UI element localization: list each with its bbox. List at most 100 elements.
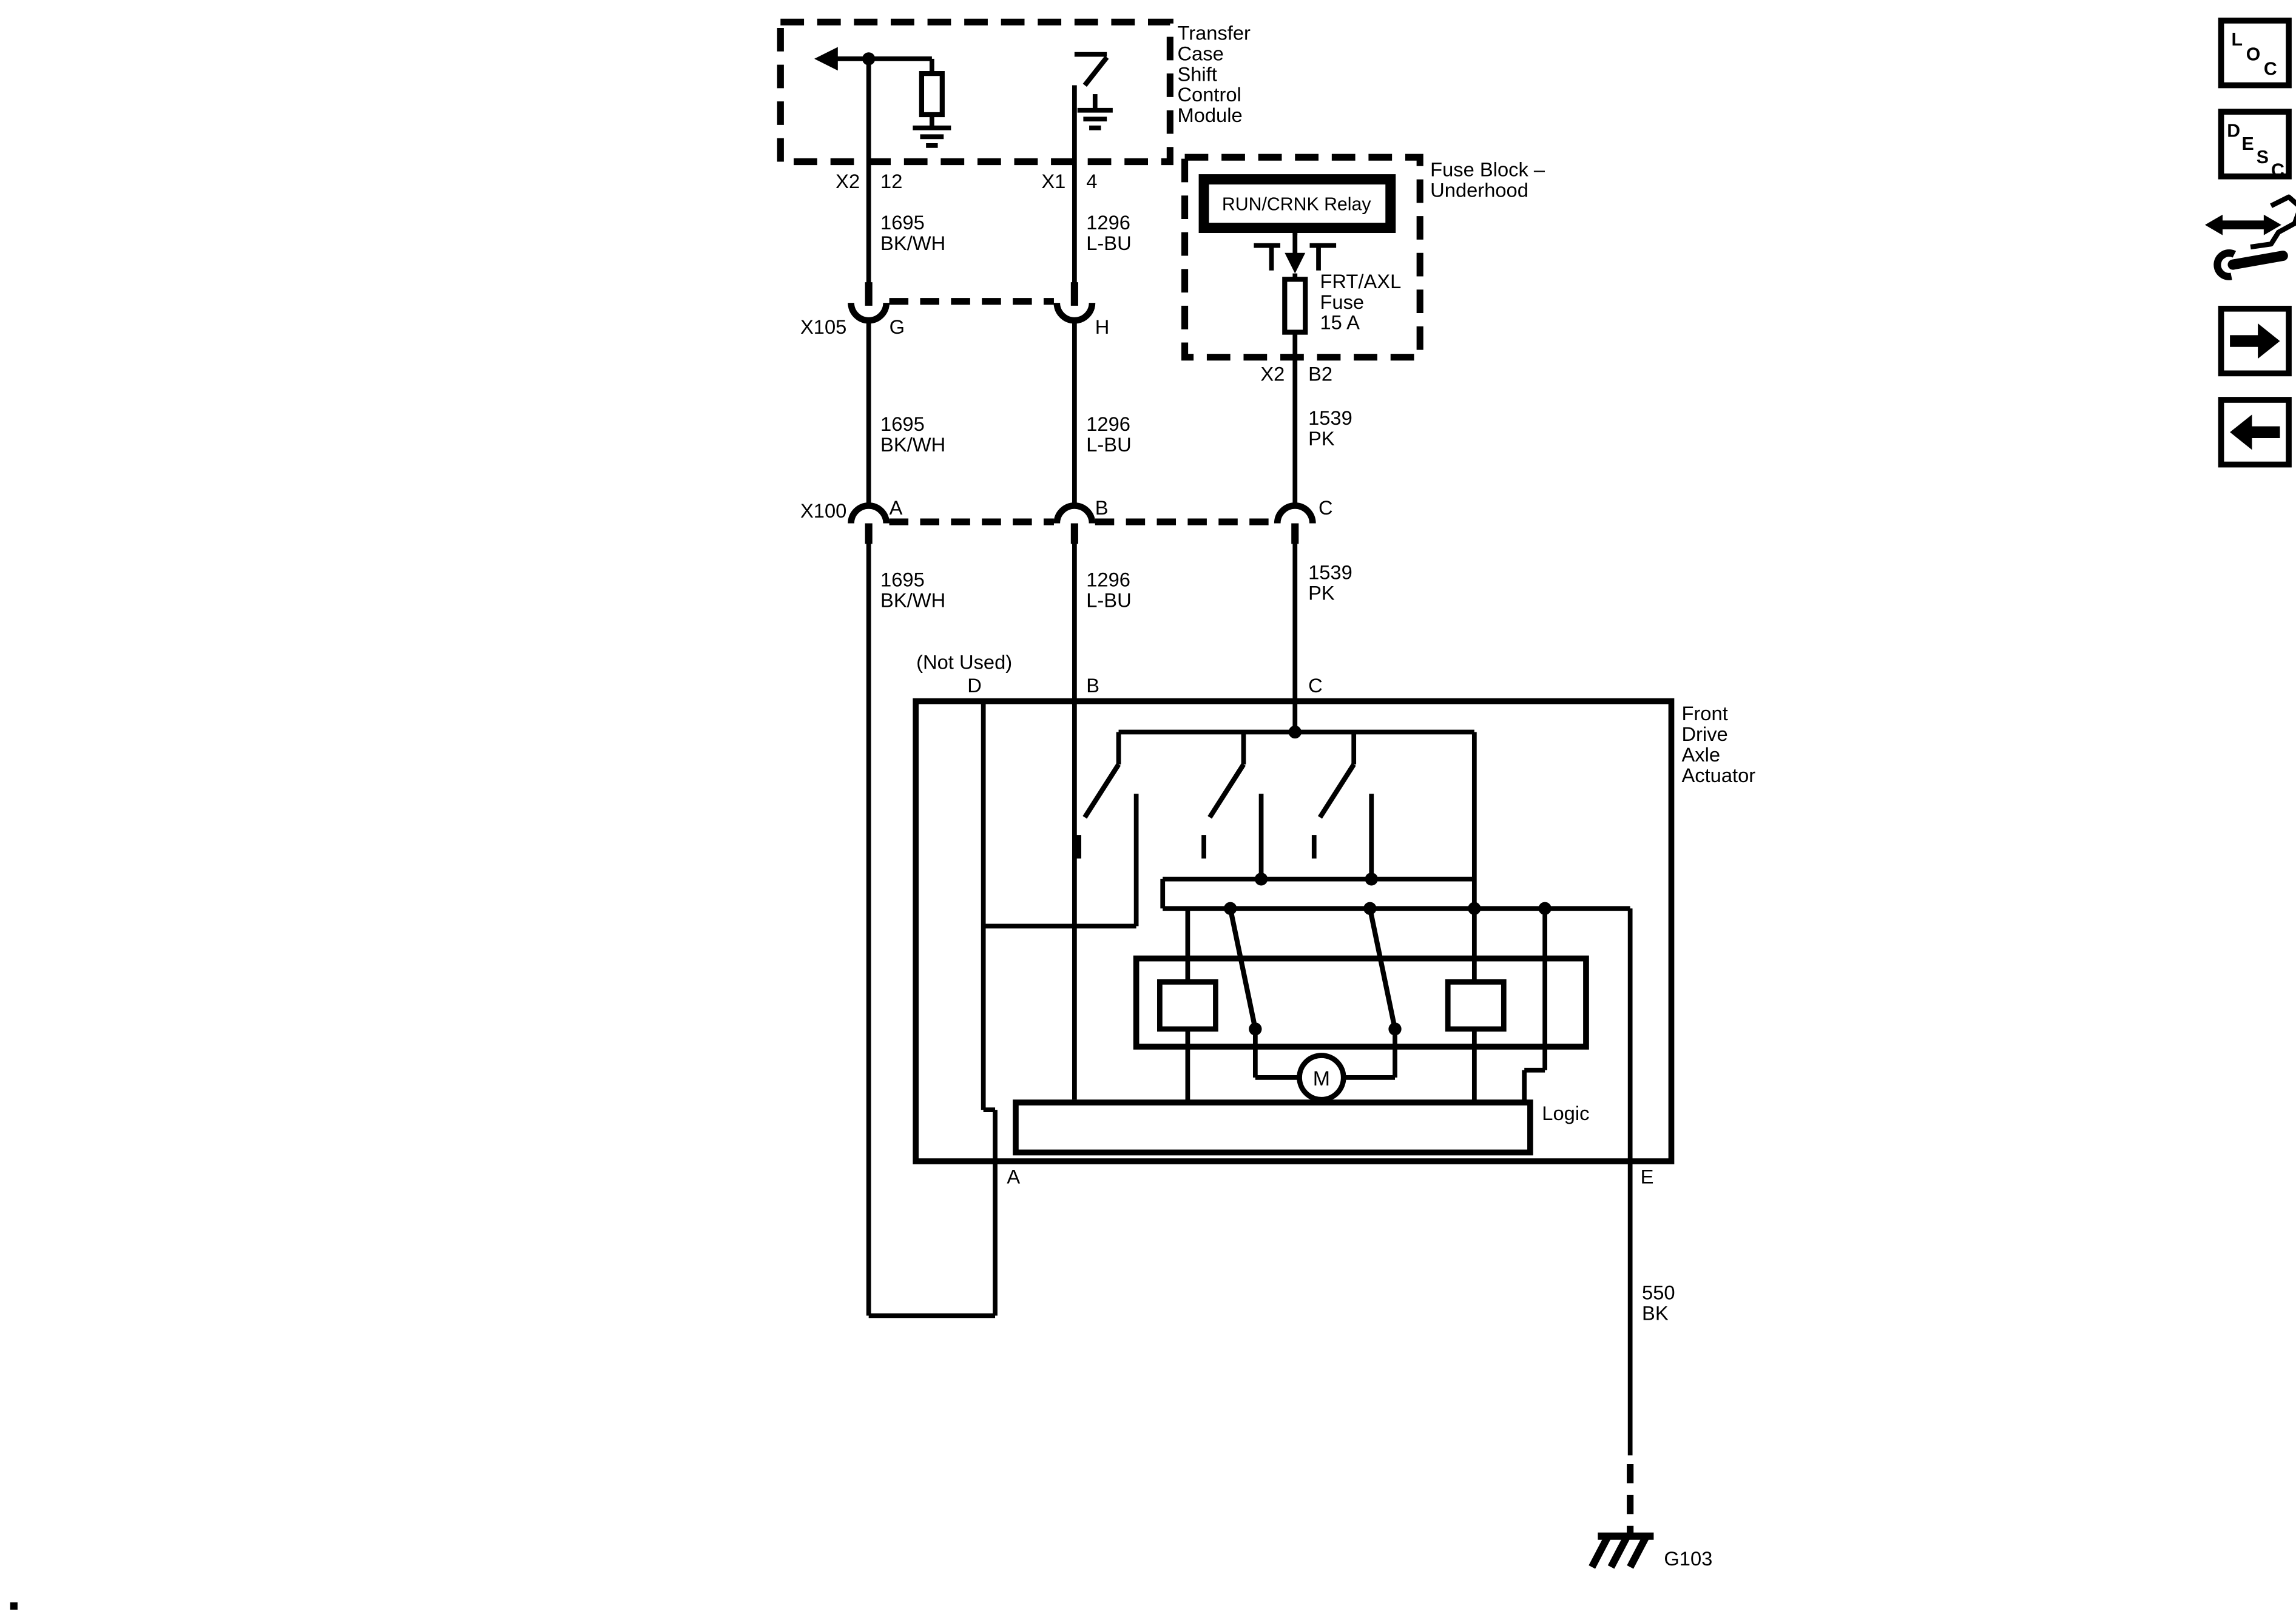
page-mark [10,1602,18,1610]
switch-blade [1082,763,1121,819]
relay-label: RUN/CRNK Relay [1222,194,1371,214]
fuse-symbol [1282,277,1308,335]
module-label-line: Shift [1177,62,1217,85]
loc-letter: C [2264,59,2277,79]
ground-symbol [1077,107,1113,130]
actuator-top-pin-labels: (Not Used) D B C [916,650,1323,697]
switch-to-ground-circuit [1072,52,1113,162]
chassis-ground-icon [1589,1532,1654,1569]
switch-blade [1082,55,1109,87]
inline-connector-x105: X105 G H [800,298,1109,338]
loc-button[interactable]: L O C [2218,18,2292,89]
arrow-down-icon [1285,252,1306,274]
pin-label: E [1641,1165,1654,1187]
module-dashed-border [777,18,1173,166]
circuit-number: 1695 [880,211,925,234]
position-sensor-block [1133,908,1589,1103]
connector-socket-icon [1274,502,1316,524]
actuator-label: Front Drive Axle Actuator [1681,702,1755,786]
arrow-right-icon [2230,323,2280,359]
contact-block [1445,979,1507,1032]
connector-id: X2 [836,170,860,192]
actuator-label-line: Drive [1681,723,1727,745]
circuit-number: 1296 [1086,569,1130,591]
ground-label: G103 [1664,1547,1712,1570]
wire-color: BK/WH [880,589,945,612]
selector-switch-bank [1076,725,1474,927]
pin-d-internal-wire [981,701,1136,1161]
connector-label: X100 [800,499,846,522]
actuator-label-line: Front [1681,702,1727,724]
wire-color: BK/WH [880,433,945,456]
junction-dot [1388,1022,1402,1036]
circuit-number: 1296 [1086,413,1130,435]
pin-label: A [890,496,903,519]
cavity-id: 12 [880,170,902,192]
connector-socket-icon [1053,502,1096,524]
inline-connector-x100: X100 A B C [800,496,1333,525]
switch-blade [1317,763,1356,819]
connector-label: X105 [800,316,846,338]
wire-color: L-BU [1086,589,1131,612]
module-label: Transfer Case Shift Control Module [1177,21,1251,126]
logic-block: Logic [1013,908,1589,1156]
junction-dot [1365,873,1378,886]
module-pin-labels: X2 12 X1 4 [836,170,1097,192]
wire-color: L-BU [1086,232,1131,254]
sensor-frame [1133,955,1589,1050]
fuse-label: FRT/AXL Fuse 15 A [1320,270,1401,334]
circuit-number: 550 [1642,1281,1675,1304]
transfer-case-shift-control-module: Transfer Case Shift Control Module X2 12… [777,18,1251,192]
actuator-label-line: Actuator [1681,764,1755,786]
back-button[interactable] [2218,397,2292,468]
resistor-symbol [919,71,945,118]
fuse-block-label-line: Underhood [1430,179,1528,201]
junction-dot [1224,902,1237,915]
fuse-label-line: 15 A [1320,311,1360,334]
desc-button[interactable]: D E S C [2218,109,2292,181]
current-tap-icon [1254,228,1337,274]
pin-label: B [1086,674,1099,697]
circuit-number: 1695 [880,413,925,435]
hand-wrench-icon[interactable] [2204,194,2296,280]
fuse-block-label: Fuse Block – Underhood [1430,158,1545,201]
not-used-label: (Not Used) [916,650,1012,673]
wire-color: PK [1308,427,1335,450]
module-label-line: Control [1177,83,1241,106]
pin-label: B [1095,496,1109,519]
wiper-blade [1367,908,1398,1030]
junction-dot [1538,902,1551,915]
module-label-line: Case [1177,42,1223,64]
arrow-left-icon [814,47,838,71]
cavity-id: 4 [1086,170,1097,192]
pin-label: G [890,316,905,338]
connector-id: X1 [1041,170,1065,192]
pin-label: A [1007,1165,1020,1187]
contact-block [1157,979,1218,1032]
circuit-number: 1296 [1086,211,1130,234]
module-label-line: Module [1177,104,1242,126]
fuse-label-line: FRT/AXL [1320,270,1401,292]
wire-color: PK [1308,581,1335,604]
wire-1695-bkwh [865,161,998,1318]
connector-id: X2 [1260,362,1285,385]
ground-symbol [913,125,951,148]
circuit-number: 1539 [1308,407,1352,429]
connector-socket-icon [848,302,890,324]
next-button[interactable] [2218,305,2292,377]
relay-box [1198,174,1396,234]
desc-letter: C [2271,161,2284,181]
cavity-id: B2 [1308,362,1332,385]
wire-color: L-BU [1086,433,1131,456]
desc-letter: S [2257,147,2269,167]
logic-box [1013,1099,1533,1156]
actuator-border [913,698,1675,1164]
motor-label: M [1313,1067,1330,1090]
junction-dot [862,52,876,66]
junction-dot [1468,902,1481,915]
connector-socket-icon [1053,302,1096,324]
wire-color: BK [1642,1302,1669,1325]
junction-dot [1249,1022,1262,1036]
front-drive-axle-actuator: (Not Used) D B C Front Drive Axle Actuat… [913,650,1755,1187]
module-label-line: Transfer [1177,21,1251,44]
